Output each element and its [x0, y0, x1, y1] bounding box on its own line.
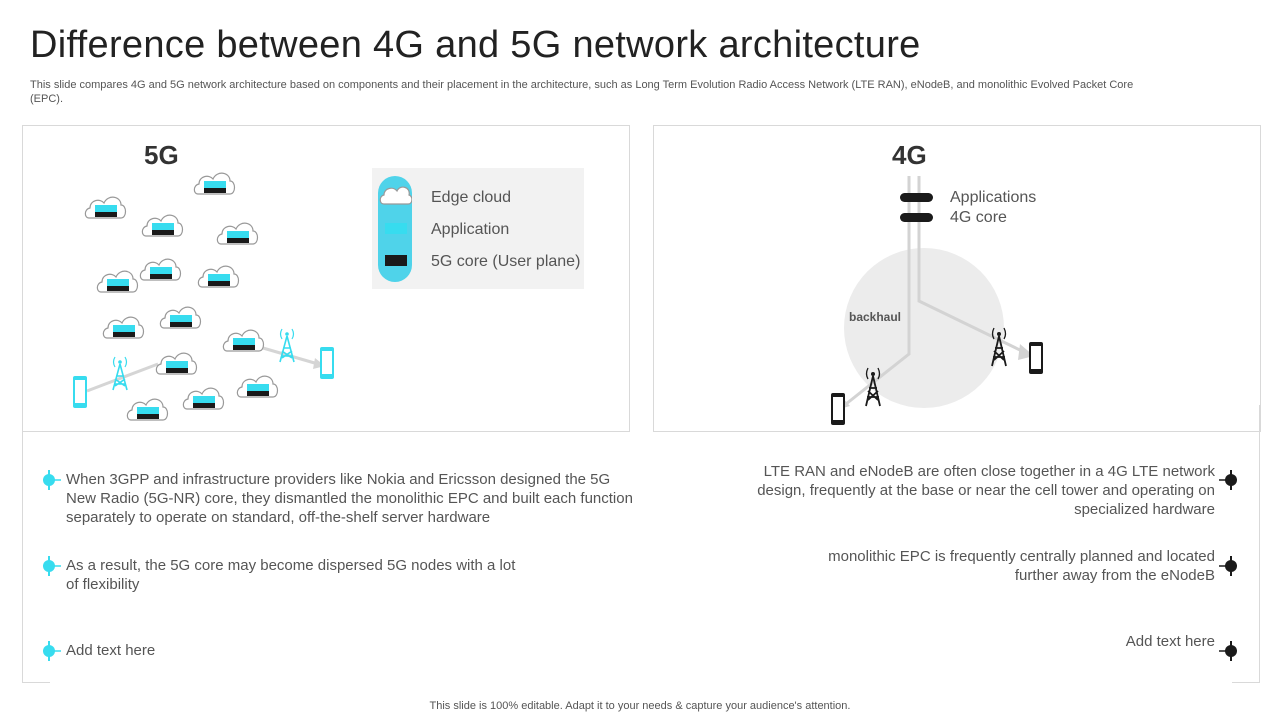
bullet-text-left-2: As a result, the 5G core may become disp…	[66, 557, 516, 593]
edge-cloud-icon	[236, 375, 279, 398]
edge-cloud-icon	[96, 270, 139, 293]
backhaul-line	[845, 176, 911, 406]
label-4g: 4G	[892, 140, 927, 170]
cloud-icon	[379, 186, 412, 205]
phone-icon	[1029, 342, 1043, 374]
label-5g: 5G	[144, 140, 179, 170]
edge-cloud-icon	[182, 387, 225, 410]
panel-4g: 4G Applications 4G core backhaul	[653, 125, 1261, 432]
panel-5g: 5G Edge cloud Application 5G core (User …	[22, 125, 630, 432]
phone-icon	[320, 347, 334, 379]
edge-cloud-icon	[84, 196, 127, 219]
edge-cloud-icon	[197, 265, 240, 288]
application-icon	[385, 223, 407, 234]
page-subtitle: This slide compares 4G and 5G network ar…	[30, 79, 1134, 105]
legend-application: Application	[431, 221, 510, 238]
core-icon	[385, 255, 407, 266]
legend: Edge cloud Application 5G core (User pla…	[372, 168, 584, 289]
legend-edge-cloud: Edge cloud	[431, 189, 512, 206]
footer-note: This slide is 100% editable. Adapt it to…	[429, 700, 851, 712]
bullet-marker-icon	[43, 641, 61, 661]
backhaul-circle	[844, 248, 1004, 408]
edge-cloud-icon	[139, 258, 182, 281]
edge-cloud-icon	[222, 329, 265, 352]
bullet-marker-icon	[43, 470, 61, 490]
phone-icon	[831, 393, 845, 425]
edge-cloud-icon	[155, 352, 198, 375]
bullet-marker-icon	[1219, 556, 1237, 576]
label-backhaul: backhaul	[849, 310, 902, 324]
page-title: Difference between 4G and 5G network arc…	[30, 24, 921, 66]
cell-tower-icon	[865, 367, 881, 407]
edge-cloud-icon	[126, 398, 169, 421]
edge-cloud-icon	[216, 222, 259, 245]
bullet-marker-icon	[1219, 641, 1237, 661]
label-4g-core: 4G core	[950, 209, 1007, 226]
cell-tower-icon	[279, 328, 295, 363]
edge-cloud-icon	[102, 316, 145, 339]
core-4g-icon	[900, 213, 933, 222]
phone-icon	[73, 376, 87, 408]
diagram-4g	[831, 176, 1043, 425]
bullet-marker-icon	[43, 556, 61, 576]
bullet-text-right-1: LTE RAN and eNodeB are often close toget…	[757, 463, 1215, 518]
edge-cloud-icon	[141, 214, 184, 237]
bullet-text-right-2: monolithic EPC is frequently centrally p…	[828, 548, 1215, 584]
cell-tower-icon	[112, 356, 128, 391]
applications-icon	[900, 193, 933, 202]
edge-cloud-icon	[159, 306, 202, 329]
bullet-text-left-1: When 3GPP and infrastructure providers l…	[66, 471, 633, 526]
timeline-right	[1232, 405, 1260, 683]
cell-tower-icon	[991, 327, 1007, 367]
label-applications: Applications	[950, 189, 1037, 206]
legend-core: 5G core (User plane)	[431, 253, 581, 270]
link-line	[86, 362, 159, 393]
edge-cloud-icon	[193, 172, 236, 195]
timeline-left	[22, 405, 50, 683]
bullet-text-left-3: Add text here	[66, 642, 156, 659]
bullet-marker-icon	[1219, 470, 1237, 490]
bullet-text-right-3: Add text here	[1125, 633, 1215, 650]
diagram-5g	[73, 172, 334, 421]
